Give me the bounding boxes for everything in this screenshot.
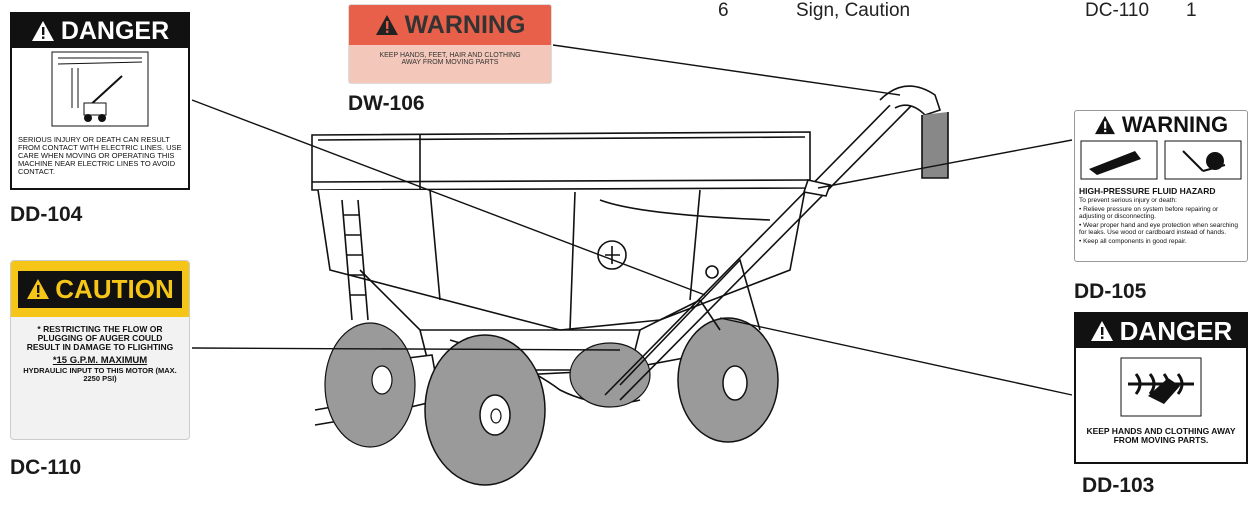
decal-bullet: • Keep all components in good repair. <box>1079 238 1187 245</box>
decal-signal-word: CAUTION <box>55 273 174 304</box>
decal-bullet: • Relieve pressure on system before repa… <box>1079 206 1219 220</box>
decal-message: KEEP HANDS, FEET, HAIR AND CLOTHING AWAY… <box>379 52 521 67</box>
item-number: 6 <box>718 0 729 21</box>
decal-code-dd105: DD-105 <box>1074 280 1147 303</box>
item-part-number: DC-110 <box>1085 0 1150 21</box>
decal-message: * RESTRICTING THE FLOW OR PLUGGING OF AU… <box>26 324 174 352</box>
decal-bullet: • Wear proper hand and eye protection wh… <box>1079 222 1238 236</box>
decal-signal-word: DANGER <box>60 16 170 45</box>
decal-dd103: DANGER KEEP HANDS AND CLOTHING AWAY FROM… <box>1074 312 1248 464</box>
item-quantity: 1 <box>1186 0 1197 21</box>
decal-signal-word: WARNING <box>1121 112 1229 137</box>
item-description: Sign, Caution <box>796 0 911 21</box>
decal-dd104: DANGER SERIOUS INJURY OR DEATH CAN RESUL… <box>10 12 190 190</box>
wagon-tires <box>324 317 779 486</box>
alert-triangle-icon <box>1094 115 1115 135</box>
decal-intro: To prevent serious injury or death: <box>1079 197 1177 204</box>
alert-triangle-icon <box>375 15 398 35</box>
decal-message: KEEP HANDS AND CLOTHING AWAY FROM MOVING… <box>1086 426 1236 445</box>
auger-tube <box>604 85 949 401</box>
leader-lines <box>191 44 1073 396</box>
decal-signal-word: WARNING <box>404 10 526 39</box>
decal-hazard-title: HIGH-PRESSURE FLUID HAZARD <box>1079 186 1216 196</box>
alert-triangle-icon <box>31 21 54 41</box>
decal-message: SERIOUS INJURY OR DEATH CAN RESULT FROM … <box>18 135 182 176</box>
decal-signal-word: DANGER <box>1119 315 1233 346</box>
electric-lines-pictogram <box>51 51 149 127</box>
auger-entanglement-pictogram <box>1120 357 1202 417</box>
decal-code-dd104: DD-104 <box>10 203 83 226</box>
fluid-injection-pictogram <box>1080 140 1242 180</box>
alert-triangle-icon <box>27 279 50 299</box>
decal-max-flow: *15 G.P.M. MAXIMUM <box>52 354 148 366</box>
decal-dd105: WARNING HIGH-PRESSURE FLUID HAZARD To pr… <box>1074 110 1248 262</box>
decal-code-dw106: DW-106 <box>348 92 425 115</box>
decal-code-dc110: DC-110 <box>10 456 82 479</box>
decal-dc110: CAUTION * RESTRICTING THE FLOW OR PLUGGI… <box>10 260 190 440</box>
decal-max-pressure: HYDRAULIC INPUT TO THIS MOTOR (MAX. 2250… <box>23 365 177 383</box>
decal-dw106: WARNING KEEP HANDS, FEET, HAIR AND CLOTH… <box>348 4 552 84</box>
alert-triangle-icon <box>1090 321 1113 341</box>
decal-code-dd103: DD-103 <box>1082 474 1155 497</box>
